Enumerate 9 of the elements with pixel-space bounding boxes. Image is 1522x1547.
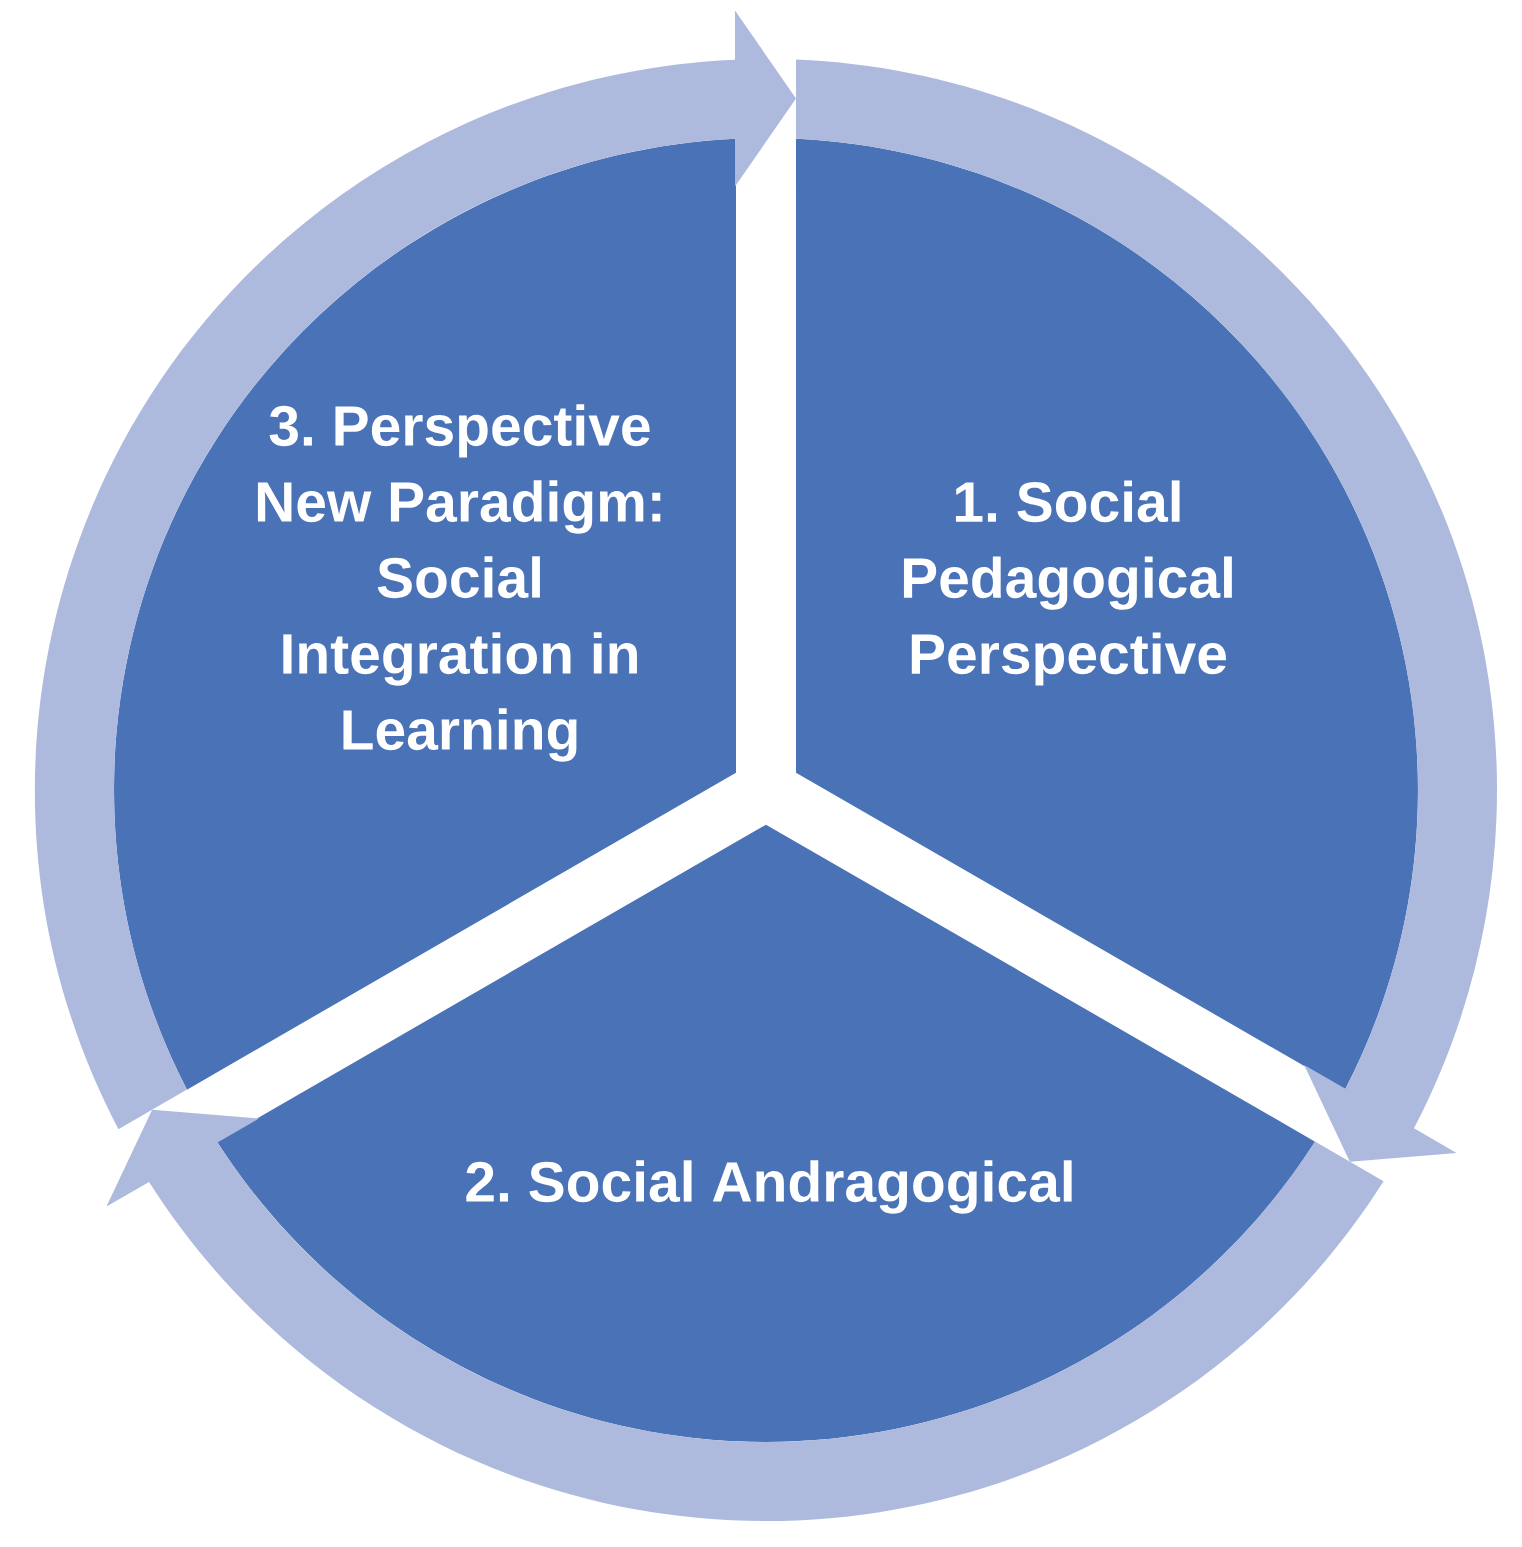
node-label: 1. Social Pedagogical Perspective: [903, 480, 1232, 686]
node-label: 2. Social Andragogical: [466, 1160, 1072, 1214]
pie-segment: 3. Perspective New Paradigm: Social Integration in Learning: [114, 138, 736, 1090]
cycle-arrow: [35, 10, 796, 1130]
node-label: 3. Perspective New Paradigm: Social Integration in Learning: [257, 404, 661, 762]
pie-segment: 1. Social Pedagogical Perspective: [796, 138, 1418, 1090]
pie-segment: 2. Social Andragogical: [217, 824, 1316, 1442]
cycle-arrow: [106, 1109, 1384, 1521]
cycle-arrow: [796, 59, 1497, 1162]
